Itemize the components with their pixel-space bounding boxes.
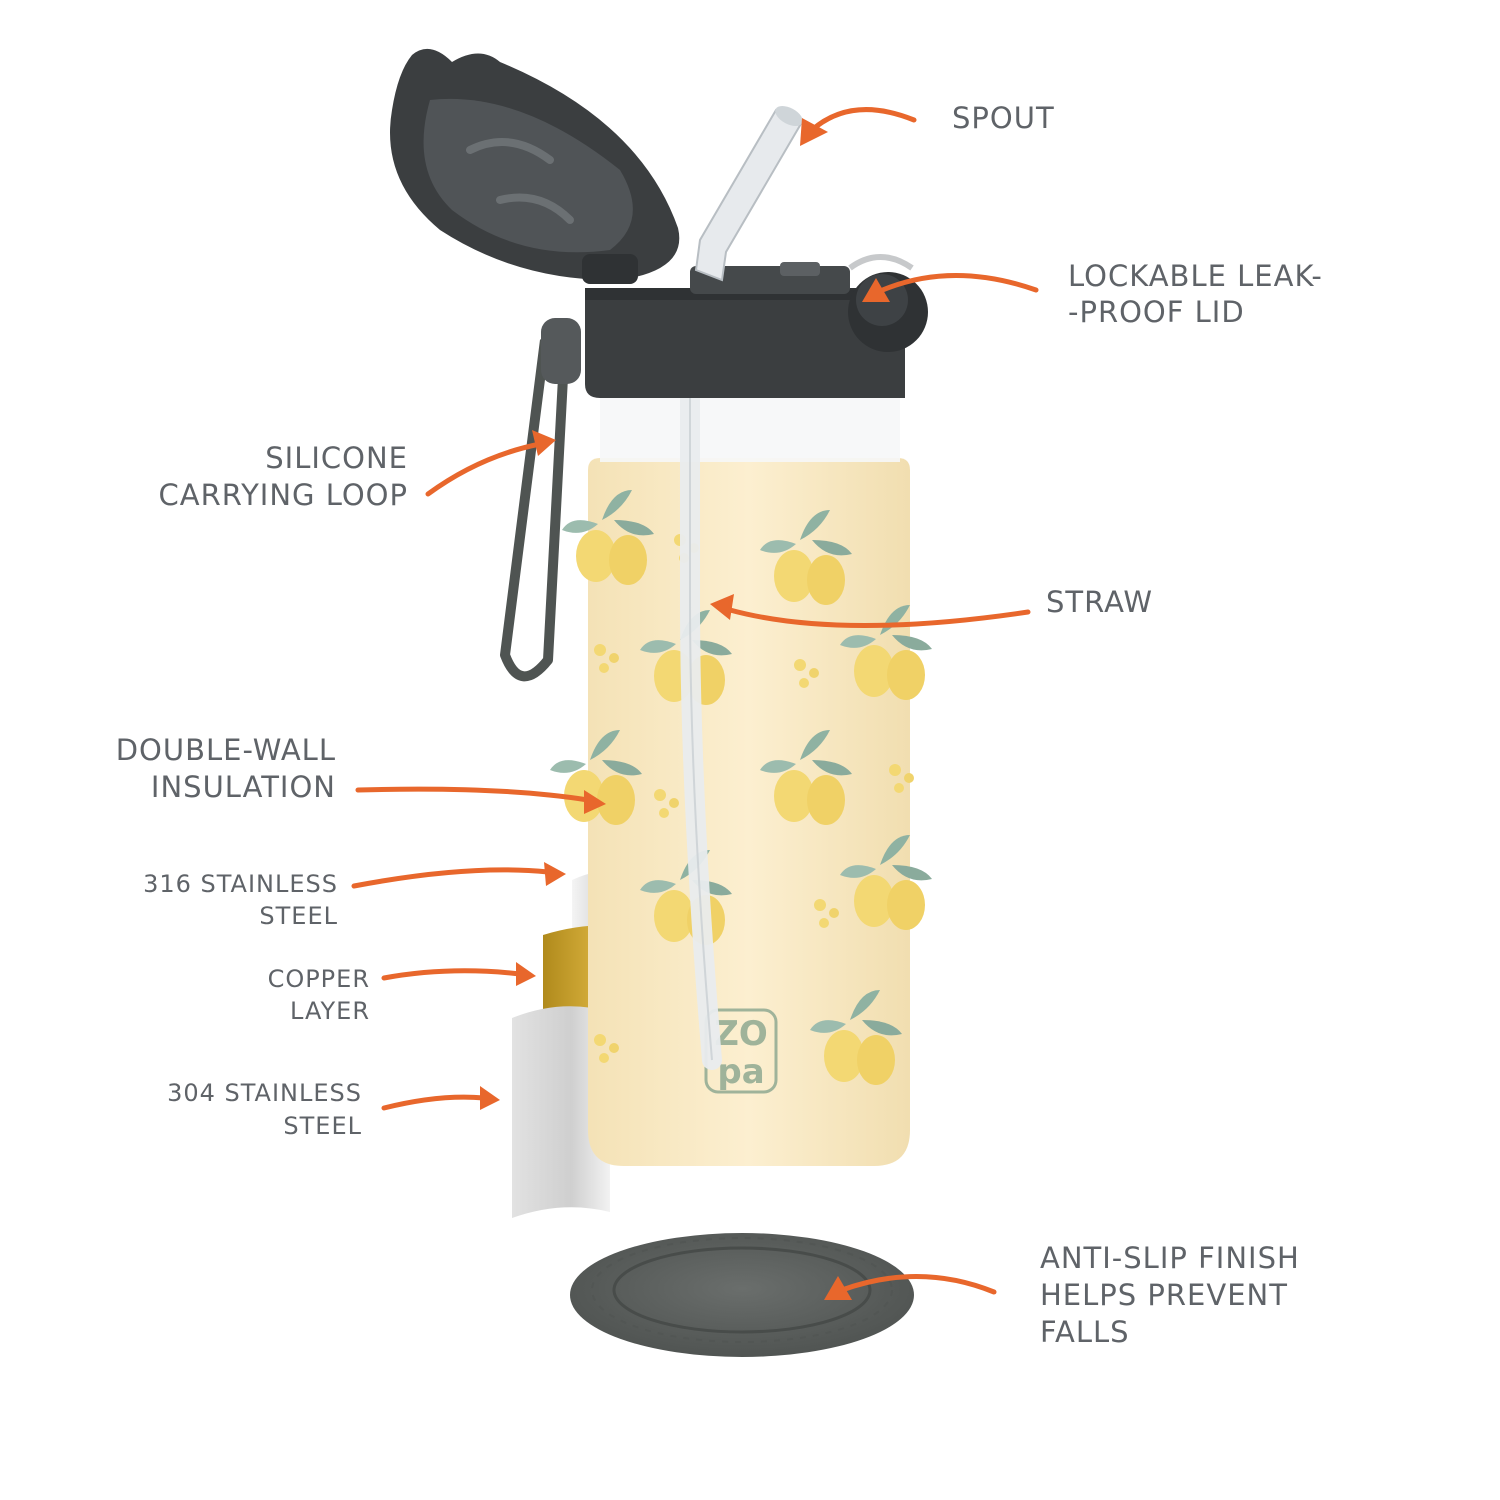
steel316-arrowhead bbox=[544, 862, 566, 886]
carrying-loop bbox=[500, 318, 581, 682]
copper-arrow bbox=[381, 968, 523, 981]
copper-label-line1: COPPER bbox=[268, 965, 370, 993]
brand-logo-line1: ZO bbox=[714, 1014, 768, 1054]
loop-arrow bbox=[425, 441, 543, 497]
flip-cap bbox=[390, 48, 680, 284]
lid-band bbox=[585, 262, 905, 398]
antislip-arrowhead bbox=[824, 1276, 852, 1300]
lid-label-line1: LOCKABLE LEAK- bbox=[1068, 259, 1323, 293]
loop-label-line1: SILICONE bbox=[265, 441, 408, 475]
loop-label-line2: CARRYING LOOP bbox=[159, 478, 408, 512]
insulation-arrowhead bbox=[584, 790, 606, 814]
lock-button bbox=[848, 254, 928, 352]
steel304-arrow bbox=[381, 1094, 487, 1111]
spout bbox=[694, 106, 804, 282]
callout-labels: SPOUT LOCKABLE LEAK- -PROOF LID SILICONE… bbox=[116, 101, 1323, 1349]
insulation-arrow bbox=[355, 786, 591, 803]
lid-arrowhead bbox=[862, 278, 890, 302]
lid-arrow bbox=[875, 273, 1039, 295]
insulation-label-line2: INSULATION bbox=[151, 770, 336, 804]
straw-label: STRAW bbox=[1046, 585, 1153, 619]
arrows bbox=[351, 107, 1039, 1300]
spout-arrowhead bbox=[800, 118, 828, 146]
straw-arrow bbox=[727, 607, 1031, 628]
spout-arrow bbox=[809, 107, 917, 133]
lid-label-line2: -PROOF LID bbox=[1068, 295, 1245, 329]
brand-logo: ZO pa bbox=[704, 1008, 778, 1094]
steel304-label-line1: 304 STAINLESS bbox=[167, 1079, 362, 1107]
steel316-arrow bbox=[351, 867, 551, 889]
straw-arrowhead bbox=[710, 594, 734, 620]
straw bbox=[680, 290, 722, 1070]
steel304-arrowhead bbox=[480, 1086, 500, 1110]
antislip-label-line1: ANTI-SLIP FINISH bbox=[1040, 1241, 1300, 1275]
steel304-label-line2: STEEL bbox=[283, 1112, 362, 1140]
steel-304-sheet bbox=[512, 1006, 610, 1218]
bottle-illustration: ZO pa bbox=[390, 48, 932, 1357]
steel316-label-line1: 316 STAINLESS bbox=[143, 870, 338, 898]
brand-logo-line2: pa bbox=[717, 1052, 764, 1092]
antislip-label-line2: HELPS PREVENT bbox=[1040, 1278, 1288, 1312]
bottle-body: ZO pa bbox=[550, 392, 932, 1166]
steel316-label-line2: STEEL bbox=[259, 902, 338, 930]
insulation-label-line1: DOUBLE-WALL bbox=[116, 733, 336, 767]
copper-arrowhead bbox=[516, 962, 536, 986]
copper-label-line2: LAYER bbox=[290, 997, 370, 1025]
antislip-arrow bbox=[839, 1274, 997, 1295]
spout-label: SPOUT bbox=[952, 101, 1055, 135]
loop-arrowhead bbox=[532, 430, 556, 456]
antislip-label-line3: FALLS bbox=[1040, 1315, 1130, 1349]
anti-slip-base bbox=[570, 1233, 914, 1357]
